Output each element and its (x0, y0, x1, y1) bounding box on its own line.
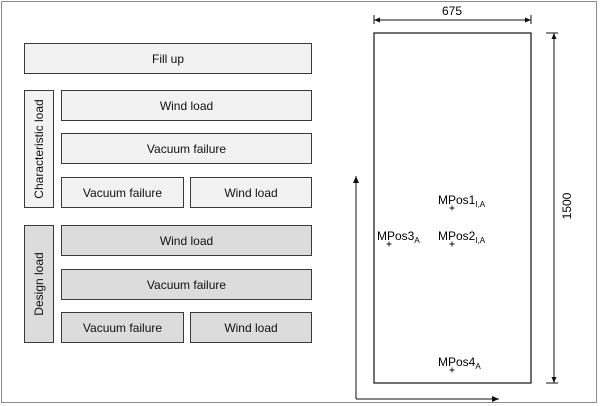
design-wind-load-box: Wind load (61, 225, 312, 256)
box-label: Vacuum failure (146, 141, 227, 156)
box-label: Vacuum failure (82, 185, 163, 200)
design-vacuum-failure-box: Vacuum failure (61, 269, 312, 300)
fill-up-label: Fill up (151, 51, 184, 66)
measurement-point-1: MPos1I,A (438, 193, 486, 211)
width-dimension-label: 675 (442, 4, 462, 18)
measurement-point-3: MPos3A (377, 229, 420, 247)
box-label: Vacuum failure (82, 320, 163, 335)
characteristic-load-label-box: Characteristic load (24, 90, 54, 208)
characteristic-vacuum-failure-small-box: Vacuum failure (61, 177, 184, 208)
characteristic-wind-load-box: Wind load (61, 90, 312, 121)
height-dimension: 1500 (546, 32, 574, 384)
mpos3-sub: A (414, 236, 420, 245)
box-label: Wind load (159, 233, 214, 248)
height-dimension-label: 1500 (560, 192, 574, 219)
characteristic-wind-load-small-box: Wind load (190, 177, 312, 208)
mpos1-label: MPos1 (438, 193, 476, 207)
box-label: Wind load (224, 185, 278, 200)
svg-text:MPos1I,A: MPos1I,A (438, 193, 486, 209)
mpos1-sub: I,A (475, 200, 485, 209)
measurement-point-4: MPos4A (438, 355, 481, 373)
box-label: Wind load (159, 98, 214, 113)
measurement-point-2: MPos2I,A (438, 229, 486, 247)
mpos2-sub: I,A (475, 236, 485, 245)
svg-text:MPos3A: MPos3A (377, 229, 420, 245)
design-load-label-box: Design load (24, 225, 54, 343)
mpos4-sub: A (475, 362, 481, 371)
design-wind-load-small-box: Wind load (190, 312, 312, 343)
design-vacuum-failure-small-box: Vacuum failure (61, 312, 184, 343)
svg-text:MPos4A: MPos4A (438, 355, 481, 371)
mpos3-label: MPos3 (377, 229, 415, 243)
svg-text:MPos2I,A: MPos2I,A (438, 229, 486, 245)
mpos4-label: MPos4 (438, 355, 476, 369)
mpos2-label: MPos2 (438, 229, 476, 243)
characteristic-vacuum-failure-box: Vacuum failure (61, 133, 312, 164)
box-label: Wind load (224, 320, 278, 335)
width-dimension: 675 (373, 4, 532, 24)
fill-up-box: Fill up (24, 43, 312, 74)
box-label: Vacuum failure (146, 277, 227, 292)
